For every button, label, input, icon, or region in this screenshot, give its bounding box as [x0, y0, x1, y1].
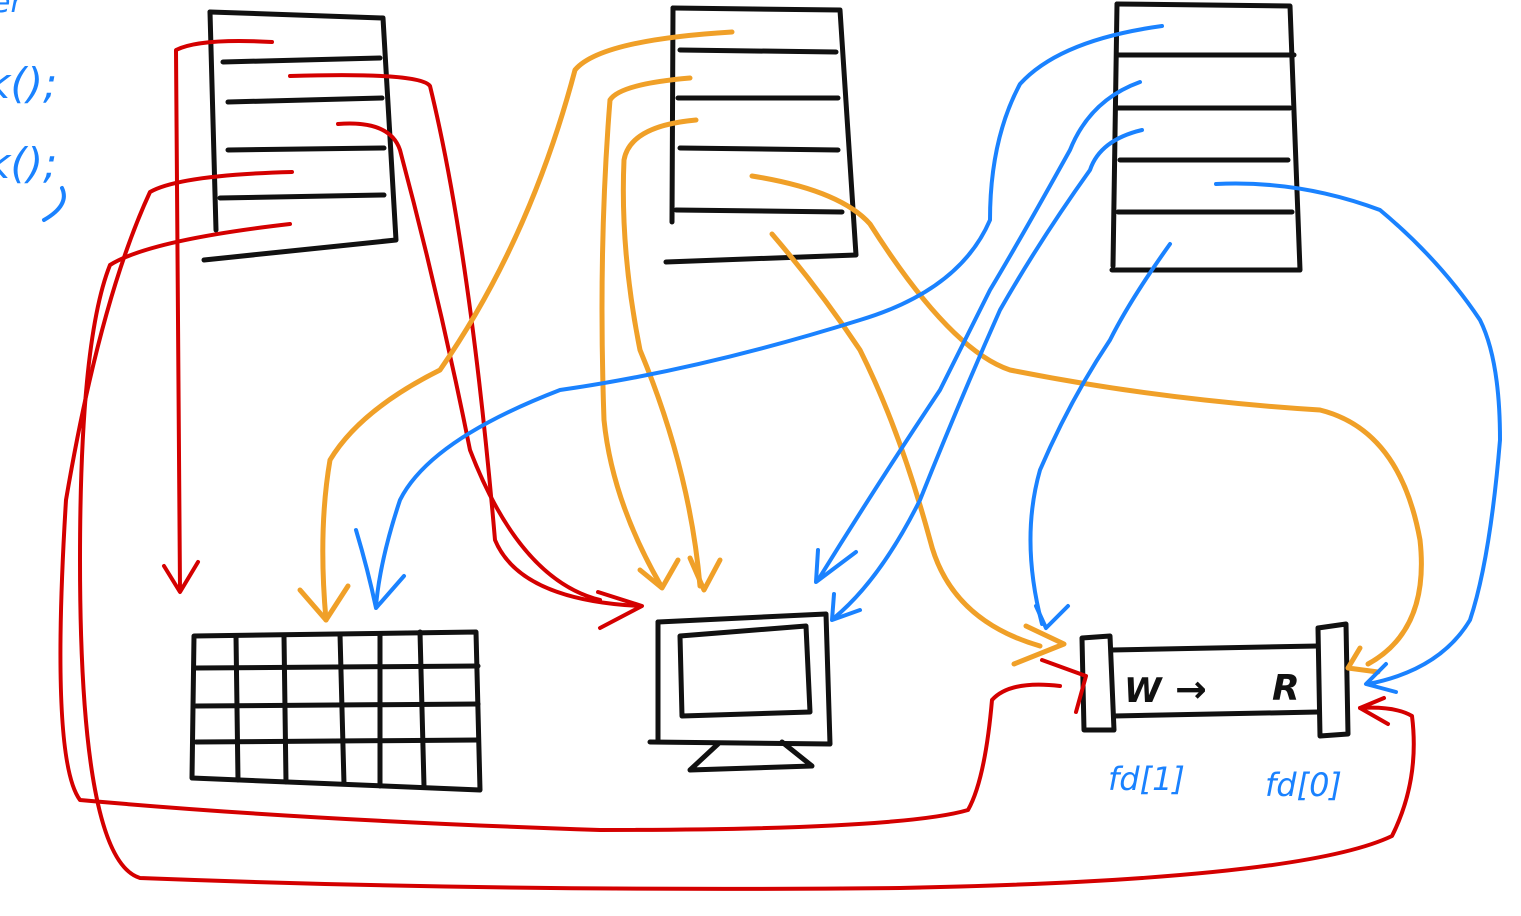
pipe-arrow-glyph: → [1175, 667, 1207, 711]
margin-note-1: er [0, 0, 24, 20]
blue-arrows [354, 24, 1502, 694]
pipe-write-fd-label: fd[1] [1108, 760, 1185, 798]
pipe-read-label: R [1272, 668, 1300, 709]
margin-note-squiggle [42, 186, 66, 222]
fd-table-2 [663, 5, 859, 265]
fd-table-1 [201, 9, 399, 263]
keyboard-icon [189, 629, 483, 793]
margin-note-3: k(); [0, 139, 57, 188]
margin-notes: er k(); k(); [0, 0, 66, 222]
pipe-icon: W → R fd[1] fd[0] [1079, 621, 1351, 804]
monitor-icon [647, 611, 833, 773]
pipe-write-label: W [1124, 671, 1163, 711]
orange-arrows [297, 29, 1424, 675]
margin-note-2: k(); [0, 59, 57, 108]
red-arrows [58, 39, 1416, 891]
pipe-read-fd-label: fd[0] [1265, 766, 1342, 804]
fd-table-3 [1109, 1, 1303, 273]
